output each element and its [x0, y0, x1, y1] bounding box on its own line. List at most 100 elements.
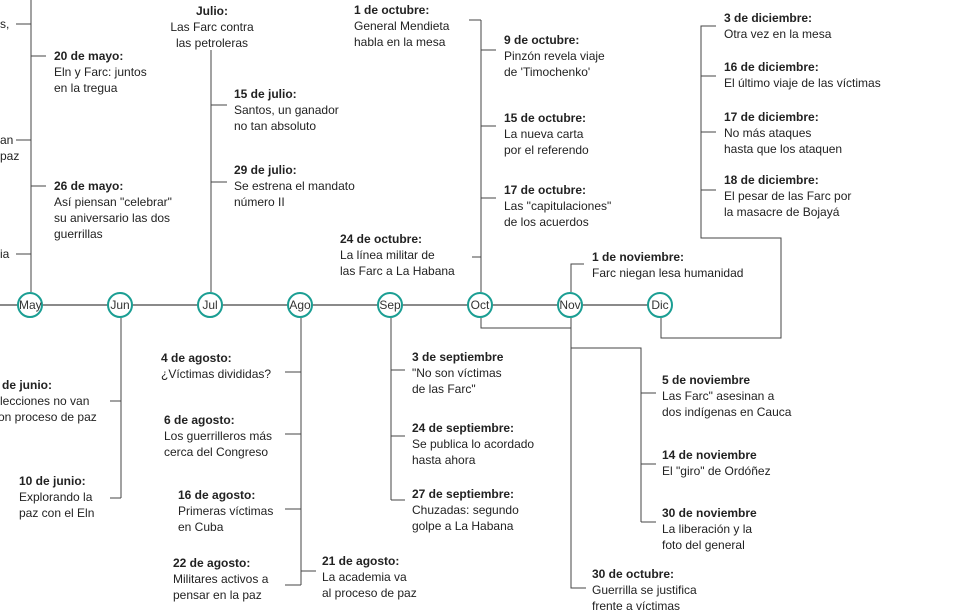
month-label: Nov [559, 298, 581, 312]
month-label: Ago [289, 298, 311, 312]
event-may-cut-3: ia [0, 246, 9, 262]
event-date: 22 de agosto: [173, 556, 251, 570]
event-title: Pinzón revela viaje de 'Timochenko' [504, 49, 605, 79]
event-oct-15: 15 de octubre: La nueva carta por el refe… [504, 110, 589, 158]
month-label: Dic [651, 298, 669, 312]
event-title: Militares activos a pensar en la paz [173, 572, 269, 602]
month-label: Oct [470, 298, 490, 312]
event-date: 15 de octubre: [504, 111, 587, 125]
event-date: 18 de diciembre: [724, 173, 819, 187]
event-date: Julio: [196, 4, 228, 18]
event-title: Chuzadas: segundo golpe a La Habana [412, 503, 519, 533]
event-oct-30: 30 de octubre: Guerrilla se justifica fre… [592, 566, 697, 610]
event-date: 24 de octubre: [340, 232, 423, 246]
event-title: El "giro" de Ordóñez [662, 464, 771, 478]
event-date: 16 de diciembre: [724, 60, 819, 74]
event-dic-17: 17 de diciembre: No más ataques hasta que… [724, 109, 842, 157]
event-sep-27: 27 de septiembre: Chuzadas: segundo golpe… [412, 486, 519, 534]
event-nov-1: 1 de noviembre: Farc niegan lesa humanida… [592, 249, 743, 281]
event-date: 14 de noviembre [662, 448, 757, 462]
event-oct-9: 9 de octubre:Pinzón revela viaje de 'Tim… [504, 32, 605, 80]
event-jun-cut: 6 de junio: Elecciones no van con proceso… [0, 377, 97, 425]
event-date: 29 de julio: [234, 163, 297, 177]
event-title: La liberación y la foto del general [662, 522, 753, 552]
connector-nov-up [570, 263, 584, 292]
event-oct-24: 24 de octubre:La línea militar de las Fa… [340, 231, 455, 279]
event-title: Elecciones no van con proceso de paz [0, 394, 97, 424]
event-date: 6 de agosto: [164, 413, 235, 427]
event-title: Farc niegan lesa humanidad [592, 266, 744, 280]
event-jun-10: 10 de junio:Explorando la paz con el Eln [19, 473, 94, 521]
event-title: Los guerrilleros más cerca del Congreso [164, 429, 273, 459]
event-oct-1: 1 de octubre:General Mendieta habla en l… [354, 2, 449, 50]
event-title: Otra vez en la mesa [724, 27, 832, 41]
event-title: ia [0, 247, 10, 261]
event-nov-14: 14 de noviembre El "giro" de Ordóñez [662, 447, 771, 479]
month-label: Jul [202, 298, 218, 312]
event-date: 27 de septiembre: [412, 487, 515, 501]
event-jul-15: 15 de julio: Santos, un ganador no tan ab… [234, 86, 339, 134]
event-nov-30: 30 de noviembre La liberación y la foto d… [662, 505, 757, 553]
event-title: ¿Víctimas divididas? [161, 367, 272, 381]
event-date: 3 de septiembre [412, 350, 504, 364]
event-title: "No son víctimas de las Farc" [412, 366, 502, 396]
event-ago-4: 4 de agosto: ¿Víctimas divididas? [161, 350, 271, 382]
event-ago-22: 22 de agosto: Militares activos a pensar … [173, 555, 268, 603]
event-title: Las Farc" asesinan a dos indígenas en Ca… [662, 389, 792, 419]
event-date: 30 de noviembre [662, 506, 757, 520]
event-dic-3: 3 de diciembre: Otra vez en la mesa [724, 10, 831, 42]
event-date: 1 de noviembre: [592, 250, 685, 264]
month-node-may: May [17, 292, 43, 318]
event-title: Se estrena el mandato número II [234, 179, 355, 209]
event-sep-24: 24 de septiembre:Se publica lo acordado … [412, 420, 534, 468]
event-title: Se publica lo acordado hasta ahora [412, 437, 535, 467]
event-date: 17 de octubre: [504, 183, 587, 197]
month-label: Jun [110, 298, 130, 312]
event-date: 1 de octubre: [354, 3, 430, 17]
event-title: La nueva carta por el referendo [504, 127, 589, 157]
event-date: 3 de diciembre: [724, 11, 813, 25]
month-node-jun: Jun [107, 292, 133, 318]
month-node-sep: Sep [377, 292, 403, 318]
event-title: No más ataques hasta que los ataquen [724, 126, 843, 156]
event-title: an paz [0, 133, 20, 163]
event-may-20: 20 de mayo: Eln y Farc: juntos en la treg… [54, 48, 147, 96]
event-date: 17 de diciembre: [724, 110, 819, 124]
event-date: 4 de agosto: [161, 351, 232, 365]
event-title: El pesar de las Farc por la masacre de B… [724, 189, 852, 219]
event-may-cut-1: s, [0, 16, 9, 32]
event-oct-17: 17 de octubre:Las "capitulaciones" de lo… [504, 182, 611, 230]
event-title: Guerrilla se justifica frente a víctimas [592, 583, 697, 610]
event-date: 30 de octubre: [592, 567, 675, 581]
month-node-dic: Dic [647, 292, 673, 318]
event-sep-3: 3 de septiembre "No son víctimas de las F… [412, 349, 503, 397]
event-title: El último viaje de las víctimas [724, 76, 881, 90]
event-date: 15 de julio: [234, 87, 297, 101]
event-ago-21: 21 de agosto: La academia va al proceso d… [322, 553, 417, 601]
event-may-cut-2: an paz [0, 132, 19, 164]
month-node-nov: Nov [557, 292, 583, 318]
event-date: 26 de mayo: [54, 179, 124, 193]
event-dic-18: 18 de diciembre: El pesar de las Farc por… [724, 172, 851, 220]
event-date: 21 de agosto: [322, 554, 400, 568]
month-node-oct: Oct [467, 292, 493, 318]
event-date: 16 de agosto: [178, 488, 256, 502]
event-title: Santos, un ganador no tan absoluto [234, 103, 339, 133]
connector-dic-bracket [660, 25, 782, 339]
event-title: Primeras víctimas en Cuba [178, 504, 274, 534]
month-label: May [19, 298, 42, 312]
month-label: Sep [379, 298, 401, 312]
event-date: 10 de junio: [19, 474, 86, 488]
event-title: Eln y Farc: juntos en la tregua [54, 65, 147, 95]
event-jul-head: Julio: Las Farc contra las petroleras [164, 3, 260, 51]
event-ago-6: 6 de agosto: Los guerrilleros más cerca d… [164, 412, 272, 460]
event-date: 20 de mayo: [54, 49, 124, 63]
connector-nov-trunk [570, 318, 642, 522]
event-title: La academia va al proceso de paz [322, 570, 417, 600]
event-date: 6 de junio: [0, 378, 52, 392]
event-jul-29: 29 de julio: Se estrena el mandato número… [234, 162, 355, 210]
event-title: Las Farc contra las petroleras [170, 20, 254, 50]
